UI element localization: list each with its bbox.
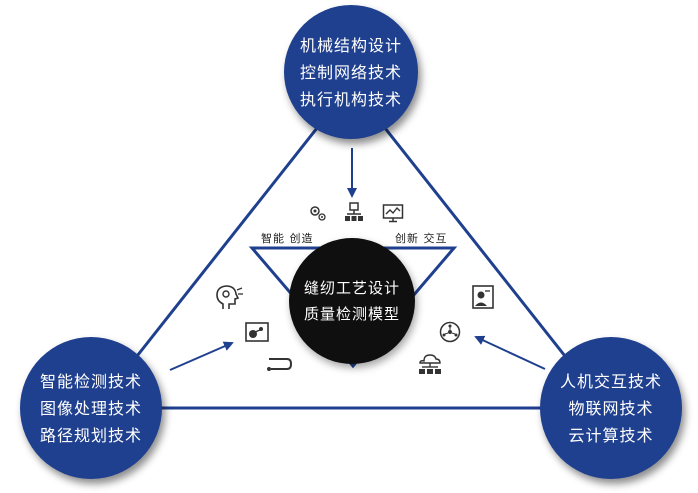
- top-node-line-3: 执行机构技术: [299, 89, 402, 109]
- robot-screen-icon: [472, 285, 494, 309]
- right-node-line-3: 云计算技术: [568, 425, 654, 445]
- center-line-1: 缝纫工艺设计: [303, 279, 400, 297]
- top-node-line-1: 机械结构设计: [299, 35, 402, 55]
- cloud-network-icon: [419, 354, 441, 374]
- top-node-line-2: 控制网络技术: [299, 62, 402, 82]
- left-node-line-2: 图像处理技术: [39, 398, 142, 418]
- outer-triangle: [92, 82, 610, 410]
- gears-icon: [310, 206, 326, 221]
- org-chart-icon: [345, 202, 363, 221]
- top-node: 机械结构设计 控制网络技术 执行机构技术: [284, 5, 418, 139]
- left-node-line-3: 路径规划技术: [39, 425, 142, 445]
- chip-board-icon: [245, 322, 269, 342]
- network-node-icon: [439, 321, 461, 343]
- right-node-line-2: 物联网技术: [568, 398, 654, 418]
- left-node: 智能检测技术 图像处理技术 路径规划技术: [20, 337, 162, 479]
- label-smart-creation: 智能 创造: [261, 232, 314, 245]
- center-line-2: 质量检测模型: [303, 305, 400, 323]
- flow-icon: [267, 358, 292, 371]
- label-innovation-interaction: 创新 交互: [395, 232, 448, 245]
- arrow-right: [474, 335, 546, 370]
- center-circle: 缝纫工艺设计 质量检测模型: [289, 238, 415, 364]
- ai-head-icon: [216, 285, 243, 309]
- right-node-line-1: 人机交互技术: [559, 371, 662, 391]
- left-node-line-1: 智能检测技术: [39, 371, 142, 391]
- arrow-left: [169, 341, 234, 371]
- right-node: 人机交互技术 物联网技术 云计算技术: [540, 337, 682, 479]
- monitor-chart-icon: [382, 204, 404, 223]
